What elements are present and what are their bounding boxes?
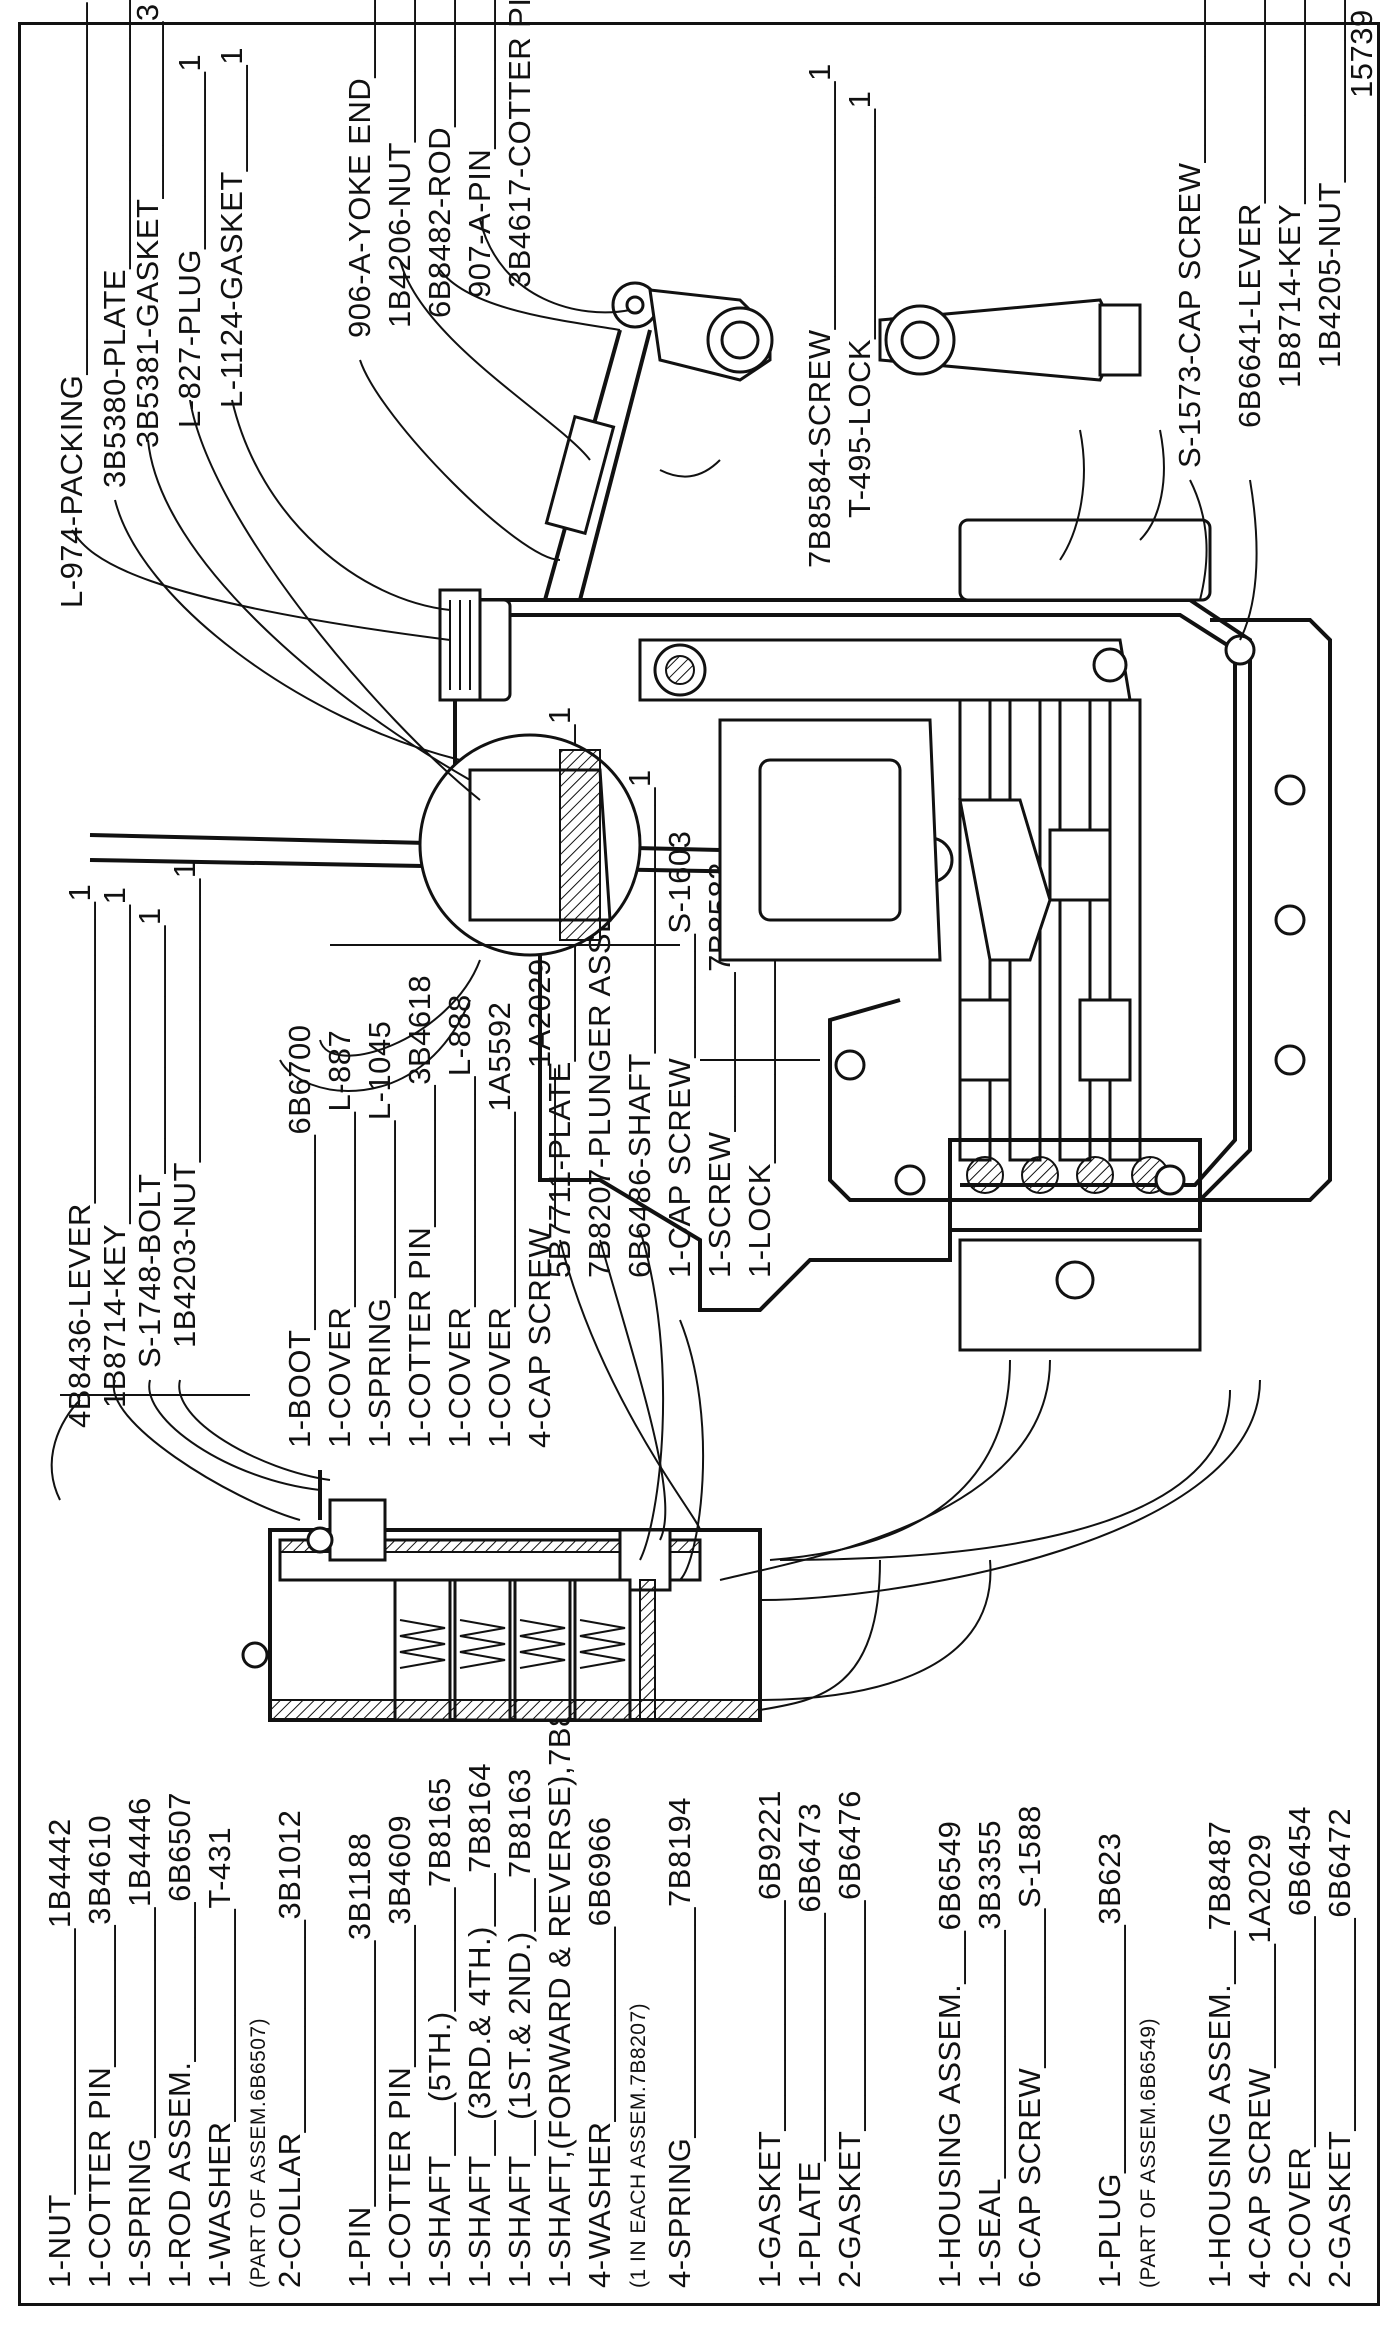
callout-label: 2-COLLAR____________3B1012 xyxy=(272,1810,307,2288)
callout-label: 1-CAP SCREW_______S-1603 xyxy=(662,831,697,1278)
callout-label: 1-SPRING_____________1B4446 xyxy=(122,1797,157,2288)
callout-label: 1B4205-NUT_______________11 xyxy=(1312,0,1347,368)
callout-label: 2-GASKET____________6B6472 xyxy=(1322,1808,1357,2288)
callout-label: L-1124-GASKET______1 xyxy=(214,47,249,408)
callout-label: 2-COVER_____________6B6454 xyxy=(1282,1806,1317,2288)
callout-label: 1-BOOT___________6B6700 xyxy=(282,1025,317,1448)
callout-label: T-495-LOCK_____________1 xyxy=(842,91,877,518)
callout-label: 1-PLATE______________6B6473 xyxy=(792,1803,827,2288)
callout-label: 1-ROD ASSEM._________6B6507 xyxy=(162,1792,197,2288)
callout-label: 4-CAP SCREW_______1A2029 xyxy=(1242,1834,1277,2288)
callout-label: 1-COTTER PIN________3B4610 xyxy=(82,1815,117,2288)
callout-label: 4-SPRING_____________7B8194 xyxy=(662,1797,697,2288)
figure-number: 15739 xyxy=(1344,9,1379,98)
callout-label: 1-SHAFT__(3RD.& 4TH.)___7B8164 xyxy=(462,1763,497,2288)
callout-label: 907-A-PIN_________2 xyxy=(462,0,497,298)
callout-label: 1B8714-KEY__________________1 xyxy=(1272,0,1307,388)
callout-label: 1B8714-KEY__________________1 xyxy=(97,887,132,1408)
callout-label: 2-GASKET_____________6B6476 xyxy=(832,1790,867,2288)
callout-label: 1-COVER___________L-887 xyxy=(322,1030,357,1448)
callout-label: 6B6641-LEVER____________1 xyxy=(1232,0,1267,428)
callout-label: 1-SHAFT__(1ST.& 2ND.)___7B8163 xyxy=(502,1768,537,2288)
callout-label: 3B4617-COTTER PIN_2 xyxy=(502,0,537,288)
callout-label: 7B8584-SCREW______________1 xyxy=(802,63,837,568)
callout-label: 4-WASHER___________6B6966 xyxy=(582,1816,617,2288)
shaft-cross-section xyxy=(241,1470,762,1722)
callout-label: 1-PLUG______________3B623 xyxy=(1092,1833,1127,2289)
callout-label: 1-COTTER PIN________3B4618 xyxy=(402,975,437,1448)
callout-label: 6B8482-ROD___________1 xyxy=(422,0,457,318)
callout-label: 1B4203-NUT________________1 xyxy=(167,860,202,1348)
callout-label: 1-COTTER PIN________3B4609 xyxy=(382,1815,417,2288)
callout-label: 1-GASKET_____________6B9221 xyxy=(752,1790,787,2288)
figure-border xyxy=(18,22,1380,2306)
callout-label: 1-PIN_______________3B1188 xyxy=(342,1833,377,2288)
callout-label: S-1573-CAP SCREW_____________1 xyxy=(1172,0,1207,468)
linkage-assembly xyxy=(543,281,1142,601)
callout-label: (PART OF ASSEM.6B6507) xyxy=(247,2018,270,2288)
callout-label: 1-SHAFT,(FORWARD & REVERSE),7B8166 xyxy=(542,1656,577,2288)
callout-label: 4B8436-LEVER_________________1 xyxy=(62,884,97,1428)
callout-label: 1-NUT_______________1B4442 xyxy=(42,1818,77,2288)
callout-label: L-827-PLUG__________1 xyxy=(172,54,207,428)
callout-label: 1-WASHER____________T-431 xyxy=(202,1827,237,2288)
callout-label: 1-HOUSING ASSEM.___7B8487 xyxy=(1202,1821,1237,2288)
callout-label: S-1748-BOLT______________1 xyxy=(132,907,167,1368)
callout-label: 3B5381-GASKET__________3 xyxy=(130,3,165,448)
callout-label: (PART OF ASSEM.6B6549) xyxy=(1137,2018,1160,2288)
callout-label: (1 IN EACH ASSEM.7B8207) xyxy=(627,2003,650,2288)
callout-label: 1B4206-NUT___________1 xyxy=(382,0,417,328)
main-housing xyxy=(89,588,1252,1352)
callout-label: 1-SEAL______________3B3355 xyxy=(972,1820,1007,2288)
callout-label: 1-SPRING__________L-1045 xyxy=(362,1021,397,1448)
callout-label: 1-COVER___________1A5592 xyxy=(482,1002,517,1448)
callout-label: L-974-PACKING_____________________1 xyxy=(54,0,89,608)
callout-label: 1-SHAFT___(5TH.)_______7B8165 xyxy=(422,1777,457,2288)
callout-label: 906-A-YOKE END__________1 xyxy=(342,0,377,338)
callout-label: 6-CAP SCREW_________S-1588 xyxy=(1012,1805,1047,2288)
callout-label: 1-COVER_____________L-888 xyxy=(442,994,477,1448)
callout-label: 3B5380-PLATE________________2 xyxy=(97,0,132,488)
callout-label: 1-HOUSING ASSEM.___6B6549 xyxy=(932,1821,967,2288)
label-brackets xyxy=(60,944,820,1396)
